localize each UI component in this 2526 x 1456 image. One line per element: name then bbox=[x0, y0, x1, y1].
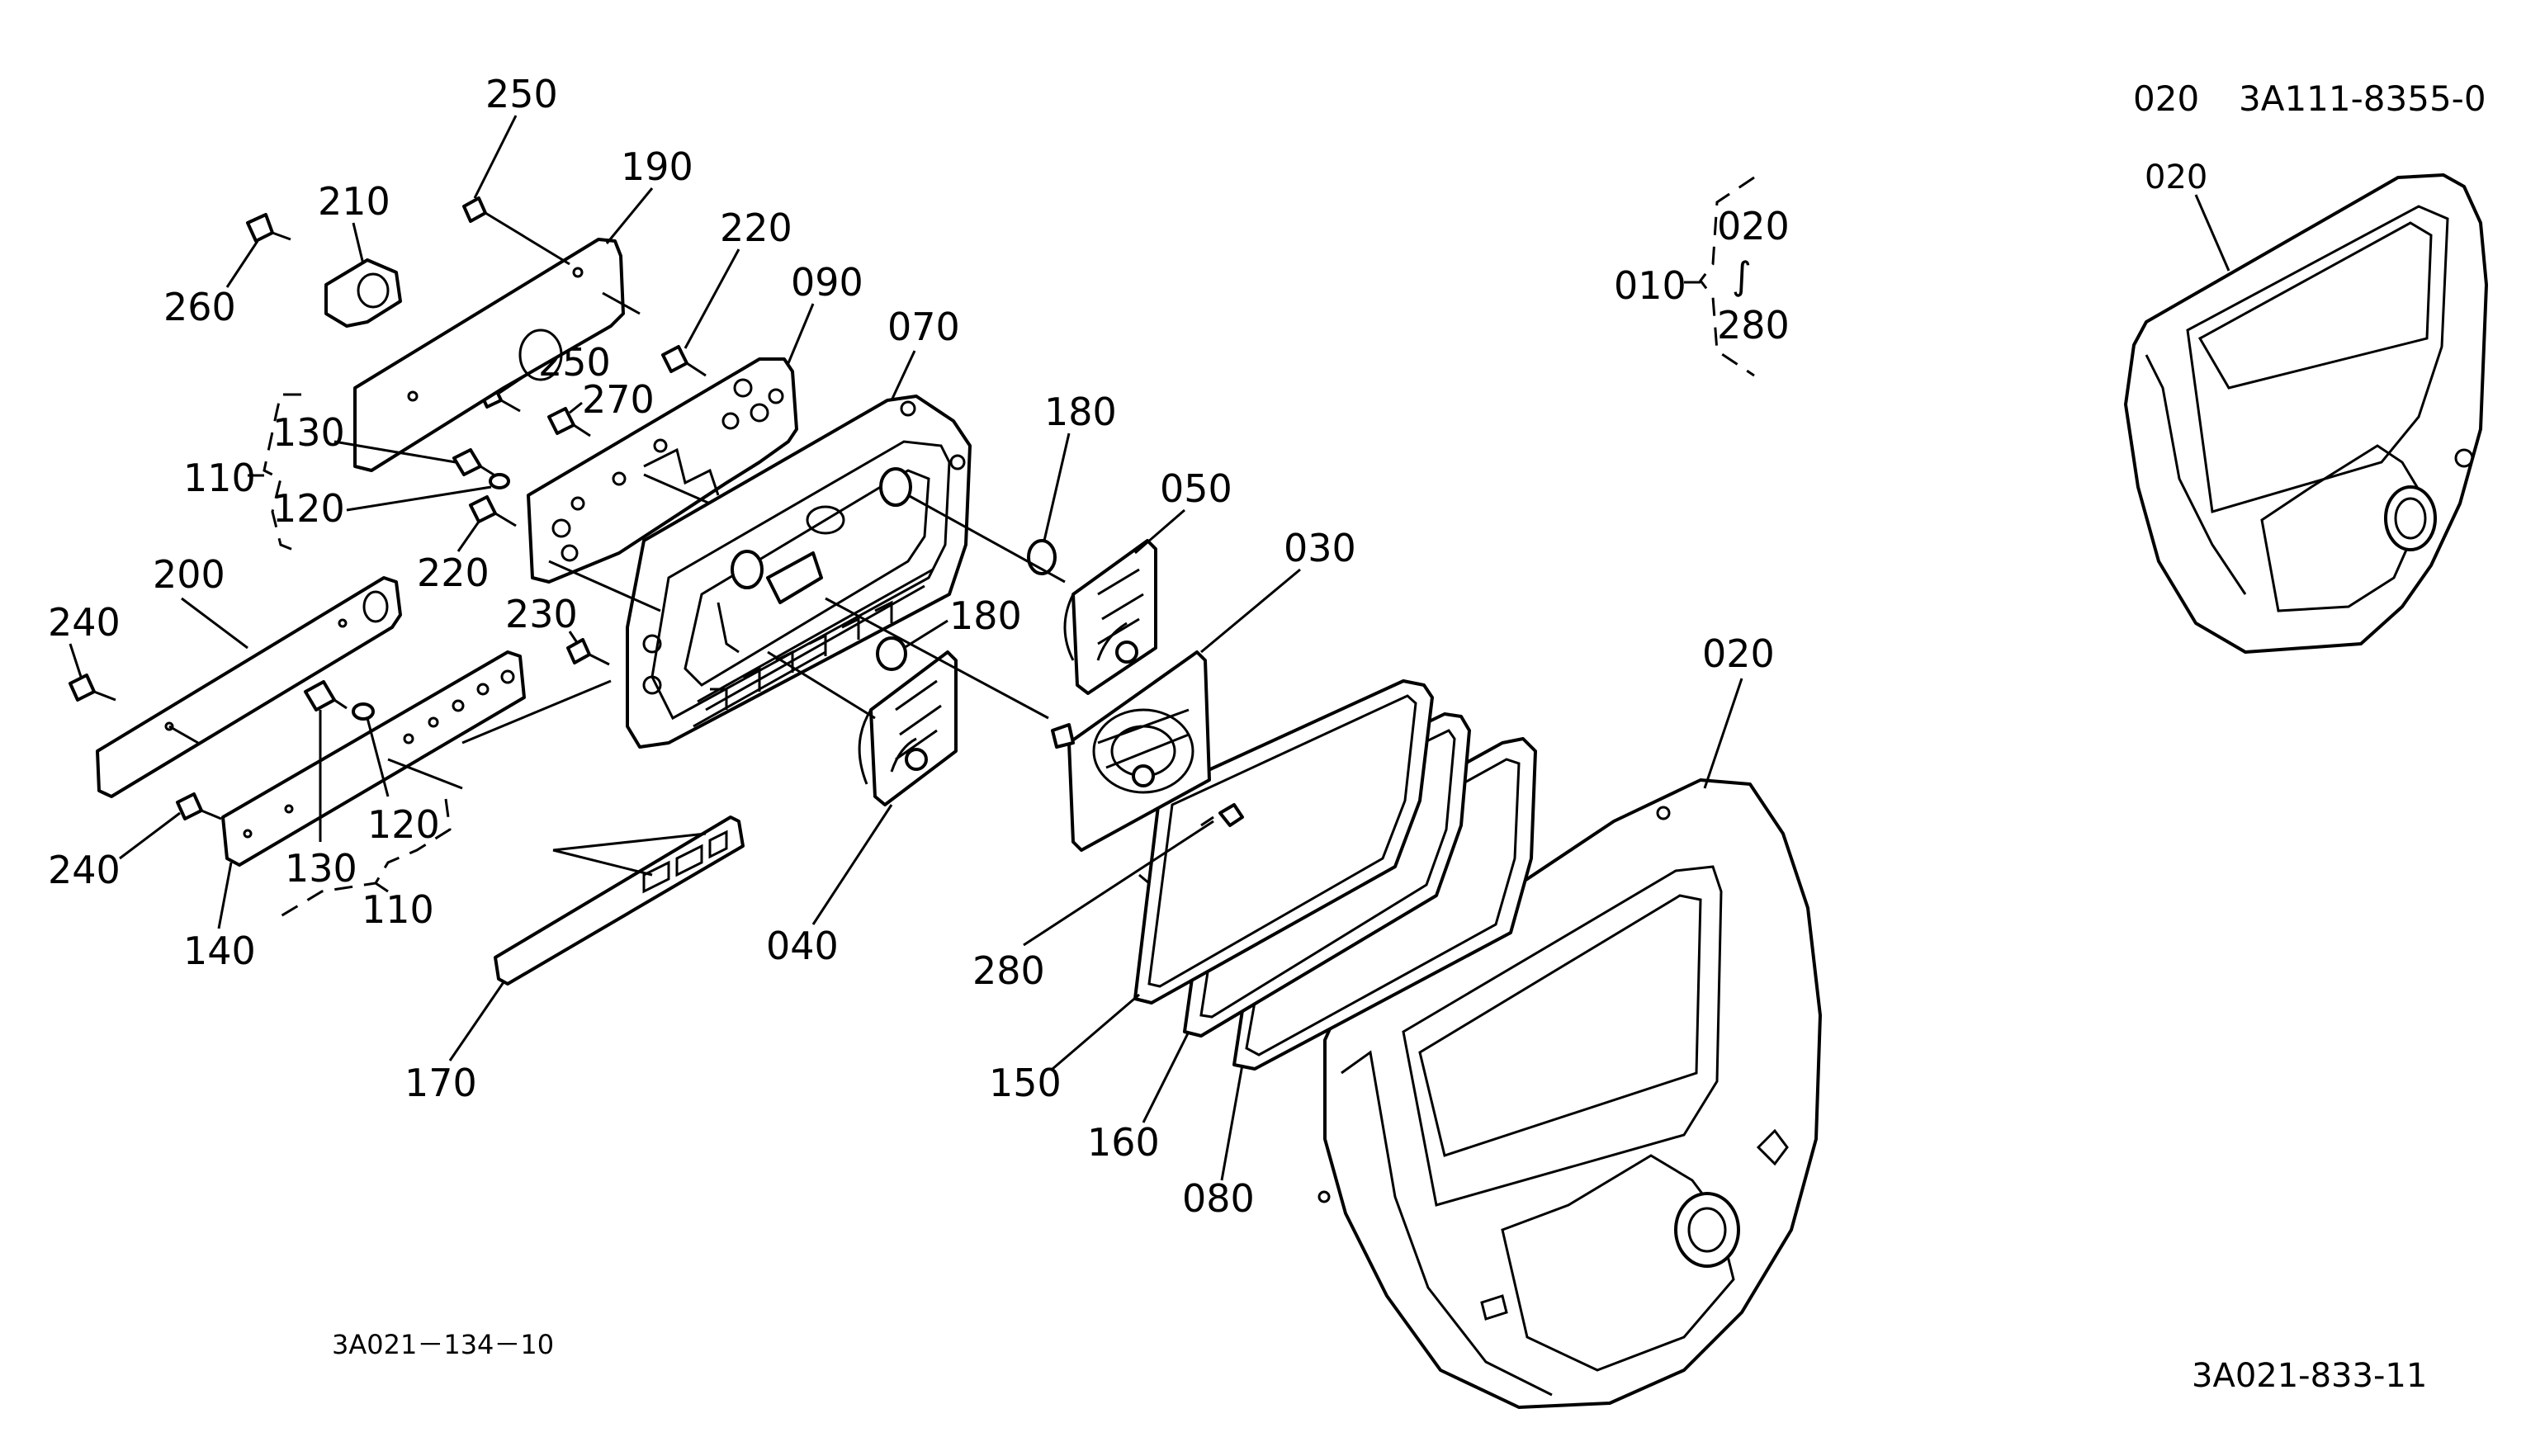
screw-220-mid bbox=[469, 495, 517, 527]
header-part-no: 020 bbox=[2133, 78, 2199, 119]
label-050: 050 bbox=[1160, 466, 1232, 511]
label-170: 170 bbox=[404, 1061, 477, 1105]
label-150: 150 bbox=[989, 1061, 1062, 1105]
label-040: 040 bbox=[766, 924, 839, 968]
label-110-top: 110 bbox=[183, 456, 256, 500]
screw-270 bbox=[547, 407, 591, 437]
bracket-210 bbox=[324, 258, 402, 328]
case-070 bbox=[626, 395, 972, 749]
label-030: 030 bbox=[1284, 526, 1356, 570]
bracket-110-top bbox=[263, 393, 302, 555]
label-250-top: 250 bbox=[485, 72, 558, 116]
label-180-top: 180 bbox=[1044, 390, 1117, 434]
label-080: 080 bbox=[1182, 1176, 1255, 1221]
screw-220-top bbox=[661, 345, 707, 377]
group-from-label: 020 bbox=[1717, 204, 1790, 248]
label-120-bot: 120 bbox=[367, 802, 440, 847]
gasket-150 bbox=[1133, 679, 1434, 1005]
gauge-030 bbox=[1051, 650, 1211, 852]
label-120-top: 120 bbox=[272, 486, 345, 531]
plate-090 bbox=[527, 357, 798, 584]
screw-240-bot bbox=[176, 792, 222, 820]
label-260: 260 bbox=[163, 285, 236, 329]
ref-code-right: 3A021-833-11 bbox=[2192, 1357, 2427, 1395]
group-tilde: ∫ bbox=[1732, 253, 1752, 298]
label-140: 140 bbox=[183, 929, 256, 973]
label-180-mid: 180 bbox=[949, 593, 1022, 638]
label-270: 270 bbox=[582, 377, 655, 422]
screw-230 bbox=[566, 638, 610, 666]
label-130-top: 130 bbox=[272, 410, 345, 455]
label-090: 090 bbox=[791, 260, 863, 305]
header-part-code: 3A111-8355-0 bbox=[2239, 78, 2486, 119]
label-160: 160 bbox=[1087, 1120, 1160, 1165]
socket-130-top bbox=[452, 448, 494, 476]
label-240-bot: 240 bbox=[48, 848, 121, 892]
label-070: 070 bbox=[887, 305, 960, 349]
ref-code-left: 3A021－134－10 bbox=[332, 1329, 554, 1360]
label-200: 200 bbox=[153, 552, 225, 597]
gauge-040 bbox=[858, 650, 958, 806]
label-110-bot: 110 bbox=[362, 887, 434, 932]
screw-250-top bbox=[462, 196, 570, 266]
inset-bezel bbox=[2124, 173, 2488, 654]
group-to-label: 280 bbox=[1717, 303, 1790, 347]
label-190: 190 bbox=[621, 144, 693, 189]
label-020-main: 020 bbox=[1702, 631, 1775, 676]
group-parent-label: 010 bbox=[1614, 263, 1686, 308]
label-210: 210 bbox=[318, 179, 390, 224]
group-bracket bbox=[1699, 176, 1755, 377]
plate-200 bbox=[96, 576, 402, 798]
inset-label-020: 020 bbox=[2145, 158, 2207, 196]
label-220-mid: 220 bbox=[417, 551, 490, 595]
label-130-bot: 130 bbox=[285, 846, 357, 891]
screw-240-top bbox=[69, 674, 116, 702]
bulb-120-bot bbox=[352, 702, 375, 721]
plate-140 bbox=[221, 650, 526, 867]
label-220-top: 220 bbox=[720, 206, 792, 250]
bracket-110-bot bbox=[280, 798, 452, 918]
ring-180-mid bbox=[876, 636, 907, 671]
label-280: 280 bbox=[972, 948, 1045, 993]
screw-260 bbox=[246, 213, 291, 243]
label-230: 230 bbox=[505, 592, 578, 636]
plate-190 bbox=[353, 238, 641, 472]
bulb-120-top bbox=[489, 473, 510, 489]
board-170 bbox=[494, 815, 745, 986]
screw-280 bbox=[1200, 803, 1244, 827]
socket-130-bot bbox=[304, 680, 348, 711]
label-240-top: 240 bbox=[48, 600, 121, 645]
gauge-050 bbox=[1063, 539, 1157, 695]
